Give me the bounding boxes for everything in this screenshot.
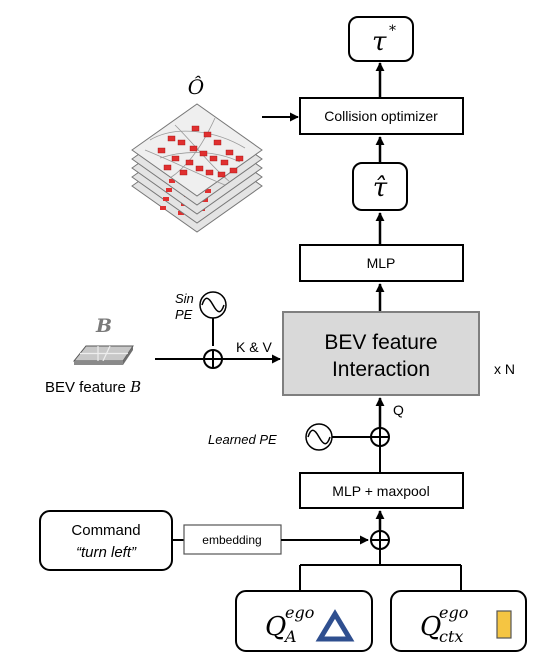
mlp-label: MLP — [367, 255, 396, 271]
repeat-label: x N — [494, 361, 515, 377]
mlp-node: MLP — [299, 244, 464, 282]
bev-interaction-line1: BEV feature — [324, 331, 437, 354]
occupancy-cell — [203, 131, 212, 138]
mlp-maxpool-node: MLP + maxpool — [299, 472, 464, 509]
sin-pe-line1: Sin — [175, 291, 194, 306]
occupancy-road-line — [144, 149, 226, 186]
occupancy-road-line — [169, 117, 216, 179]
tau-hat-symbol: τ̂ — [373, 173, 388, 203]
embedding-node: embedding — [183, 524, 282, 555]
agent-triangle-icon — [315, 609, 355, 642]
query-ctx-sub: ctx — [439, 627, 463, 646]
add-node-command — [370, 530, 390, 550]
q-label: Q — [393, 402, 404, 418]
embedding-label: embedding — [202, 533, 261, 547]
tau-star-superscript: * — [389, 23, 396, 39]
occupancy-cell — [220, 159, 229, 166]
bev-interaction-line2: Interaction — [332, 358, 430, 381]
occupancy-cell — [217, 171, 226, 178]
occupancy-cell — [163, 164, 172, 171]
b-label: B — [95, 315, 112, 337]
bev-feature-text: BEV feature — [45, 379, 130, 396]
tau-hat-node: τ̂ — [352, 162, 408, 211]
o-hat-label: Ô — [188, 74, 204, 99]
tau-star-node: τ * — [348, 16, 414, 62]
svg-text:BEV feature B: BEV feature B — [45, 378, 141, 396]
command-line1: Command — [71, 522, 140, 539]
bev-interaction-node: BEV feature Interaction — [282, 311, 480, 396]
tau-star-symbol: τ — [372, 27, 387, 57]
sin-pe-line2: PE — [175, 307, 193, 322]
occupancy-cell — [177, 139, 186, 146]
add-node-kv — [203, 349, 223, 369]
occupancy-cell — [202, 198, 208, 202]
occupancy-cell — [213, 139, 222, 146]
occupancy-cell — [209, 155, 218, 162]
query-ctx-sup: ego — [439, 603, 468, 622]
bev-feature-symbol: B — [129, 378, 141, 396]
occupancy-cell — [166, 188, 172, 192]
query-ctx-base: Q — [420, 612, 441, 642]
occupancy-cell — [178, 211, 184, 215]
query-agent-node: Q ego A — [235, 590, 373, 652]
occupancy-cell — [169, 179, 175, 183]
occupancy-stack-image — [131, 103, 263, 233]
occupancy-cell — [229, 167, 238, 174]
collision-optimizer-node: Collision optimizer — [299, 97, 464, 135]
occupancy-cell — [205, 169, 214, 176]
ctx-token-icon — [496, 610, 512, 639]
command-line2: “turn left” — [76, 544, 137, 561]
command-node: Command “turn left” — [39, 510, 173, 571]
learned-pe-label: Learned PE — [208, 432, 277, 447]
occupancy-cell — [185, 159, 194, 166]
occupancy-cell — [191, 125, 200, 132]
occupancy-cell — [199, 150, 208, 157]
occupancy-cell — [205, 189, 211, 193]
query-ctx-node: Q ego ctx — [390, 590, 527, 652]
occupancy-cell — [189, 145, 198, 152]
mlp-maxpool-label: MLP + maxpool — [332, 483, 429, 499]
sin-pe-group: Sin PE — [175, 291, 227, 346]
kv-label: K & V — [236, 339, 272, 355]
add-node-q — [370, 427, 390, 447]
query-agent-base: Q — [265, 612, 286, 642]
sin-wave-curve — [201, 297, 225, 313]
learned-pe-wave-icon — [305, 423, 333, 451]
occupancy-road-line — [149, 130, 246, 149]
query-agent-sub: A — [283, 627, 297, 646]
bev-feature-caption: BEV feature B — [45, 378, 141, 396]
bev-grid-icon — [72, 345, 134, 365]
occupancy-cell — [163, 197, 169, 201]
occupancy-cell — [195, 165, 204, 172]
query-agent-sup: ego — [285, 603, 314, 622]
occupancy-cell — [225, 149, 234, 156]
occupancy-cell — [157, 147, 166, 154]
occupancy-cell — [167, 135, 176, 142]
collision-optimizer-label: Collision optimizer — [324, 108, 438, 124]
occupancy-cell — [179, 169, 188, 176]
occupancy-cell — [171, 155, 180, 162]
occupancy-cell — [235, 155, 244, 162]
occupancy-cell — [160, 206, 166, 210]
